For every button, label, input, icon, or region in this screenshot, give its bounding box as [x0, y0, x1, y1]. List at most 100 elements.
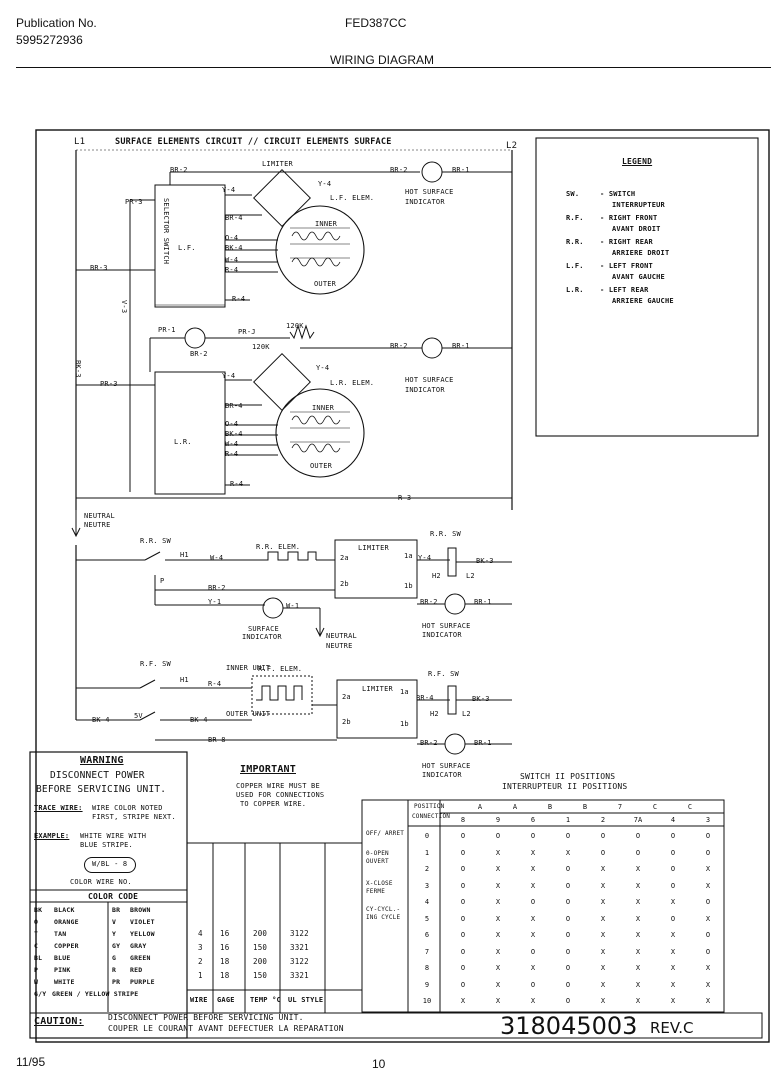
wire-table-cell: 18 [220, 971, 230, 980]
label-rr-sw-right: R.R. SW [430, 530, 461, 538]
label-h2-rf: H2 [430, 710, 439, 718]
wire-table-cell: 16 [220, 943, 230, 952]
switch-cell: O [565, 980, 571, 989]
label-br2-rr: BR-2 [208, 584, 226, 592]
trace-wire-label: TRACE WIRE: [34, 804, 83, 812]
switch-cell: O [460, 914, 466, 923]
switch-cell: X [495, 980, 501, 989]
switch-cell: X [495, 997, 501, 1005]
switch-cell: X [495, 914, 501, 923]
label-br4: BR-4 [225, 214, 243, 222]
publication-label: Publication No. [16, 16, 97, 30]
header-rule [16, 67, 771, 68]
switch-cell: X [635, 947, 641, 956]
label-120k-a: 120K [286, 322, 304, 330]
switch-sub-number: 7A [633, 816, 643, 824]
color-code-abbr: V [112, 918, 117, 926]
warning-title: WARNING [80, 755, 124, 766]
switch-cell: O [565, 865, 571, 873]
label-limiter-rf: LIMITER [362, 685, 393, 693]
label-bk4: BK-4 [225, 244, 243, 252]
rr-limiter [334, 539, 418, 599]
switch-cell: X [670, 947, 676, 956]
switch-position-number: 10 [422, 997, 432, 1005]
important-title: IMPORTANT [240, 764, 296, 775]
switch-cell: X [635, 914, 641, 923]
switch-cell: O [565, 964, 571, 972]
label-inner: INNER [315, 220, 338, 228]
label-rf-sw: R.F. SW [140, 660, 171, 668]
switch-cell: X [600, 898, 606, 906]
label-5v: 5V [134, 712, 143, 720]
color-code-abbr: P [34, 966, 39, 974]
switch-top-letter: C [687, 803, 693, 811]
label-hot-surface-1: HOT SURFACE [405, 188, 454, 196]
label-br8: BR-8 [208, 736, 226, 744]
switch-cell: O [670, 832, 676, 840]
legend-key: L.F. [566, 262, 584, 270]
color-code-abbr: BR [112, 906, 121, 914]
label-y4: Y-4 [222, 186, 236, 194]
legend-value: - RIGHT FRONT [600, 214, 658, 222]
page-title: WIRING DIAGRAM [330, 53, 434, 67]
color-code-abbr: BK [34, 906, 43, 914]
switch-position-number: 8 [424, 964, 430, 972]
switch-cell: X [705, 865, 711, 873]
switch-row-label: X-CLOSE FERME [366, 880, 393, 895]
surface-circuit-title: SURFACE ELEMENTS CIRCUIT // CIRCUIT ELEM… [115, 137, 392, 147]
label-bk4-lr: BK-4 [225, 430, 243, 438]
color-code-abbr: G/Y [34, 990, 47, 998]
switch-cell: O [565, 832, 571, 840]
label-y4-lr: Y-4 [316, 364, 330, 372]
label-br1-lr: BR-1 [452, 342, 470, 350]
color-code-abbr: T [34, 930, 39, 938]
color-code-name: COPPER [54, 942, 79, 950]
color-code-name: WHITE [54, 978, 75, 986]
label-lr-elem: L.R. ELEM. [330, 379, 375, 387]
trace-wire-text1: WIRE COLOR NOTED [92, 804, 163, 812]
label-1a-rf: 1a [400, 688, 409, 696]
color-code-name: PINK [54, 966, 71, 974]
label-2b-rf: 2b [342, 718, 351, 726]
label-lr: L.R. [174, 438, 192, 446]
label-br2-right: BR-2 [390, 166, 408, 174]
color-code-name: BROWN [130, 906, 151, 914]
label-w1: W-1 [286, 602, 300, 610]
rf-limiter [336, 679, 418, 739]
lf-hot-surface-indicator [421, 161, 443, 183]
color-code-name: RED [130, 966, 143, 974]
label-h2-rr: H2 [432, 572, 441, 580]
lf-selector-switch [154, 184, 226, 308]
legend-value-fr: INTERRUPTEUR [612, 201, 665, 209]
switch-cell: X [705, 914, 711, 923]
color-code-abbr: R [112, 966, 117, 974]
important-line1: COPPER WIRE MUST BE [236, 782, 320, 790]
wire-table-cell: 1 [198, 971, 203, 980]
legend-value-fr: AVANT GAUCHE [612, 273, 665, 281]
wire-table-cell: 16 [220, 929, 230, 938]
switch-cell: O [460, 832, 466, 840]
switch-cell: O [635, 832, 641, 840]
switch-cell: O [460, 980, 466, 989]
label-1a-rr: 1a [404, 552, 413, 560]
label-120k-b: 120K [252, 343, 270, 351]
label-neutral-4: NEUTRE [326, 642, 353, 650]
label-rr-sw: R.R. SW [140, 537, 171, 545]
switch-cell: X [600, 980, 606, 989]
switch-position-number: 0 [424, 832, 430, 840]
switch-cell: X [635, 997, 641, 1005]
switch-top-letter: A [512, 803, 518, 811]
switch-sub-number: 8 [460, 816, 466, 824]
label-r4-lr-b: R-4 [230, 480, 244, 488]
switch-cell: X [530, 964, 536, 972]
label-br4-rf: BR-4 [416, 694, 434, 702]
switch-sub-number: 3 [705, 816, 711, 824]
label-hot-surface-rr-1: HOT SURFACE [422, 622, 471, 630]
switch-cell: O [670, 914, 676, 923]
legend-key: R.F. [566, 214, 584, 222]
switch-position-number: 5 [424, 914, 430, 923]
label-lf-elem: L.F. ELEM. [330, 194, 375, 202]
switch-cell: X [530, 881, 536, 890]
label-rf-elem: R.F. ELEM. [258, 665, 303, 673]
